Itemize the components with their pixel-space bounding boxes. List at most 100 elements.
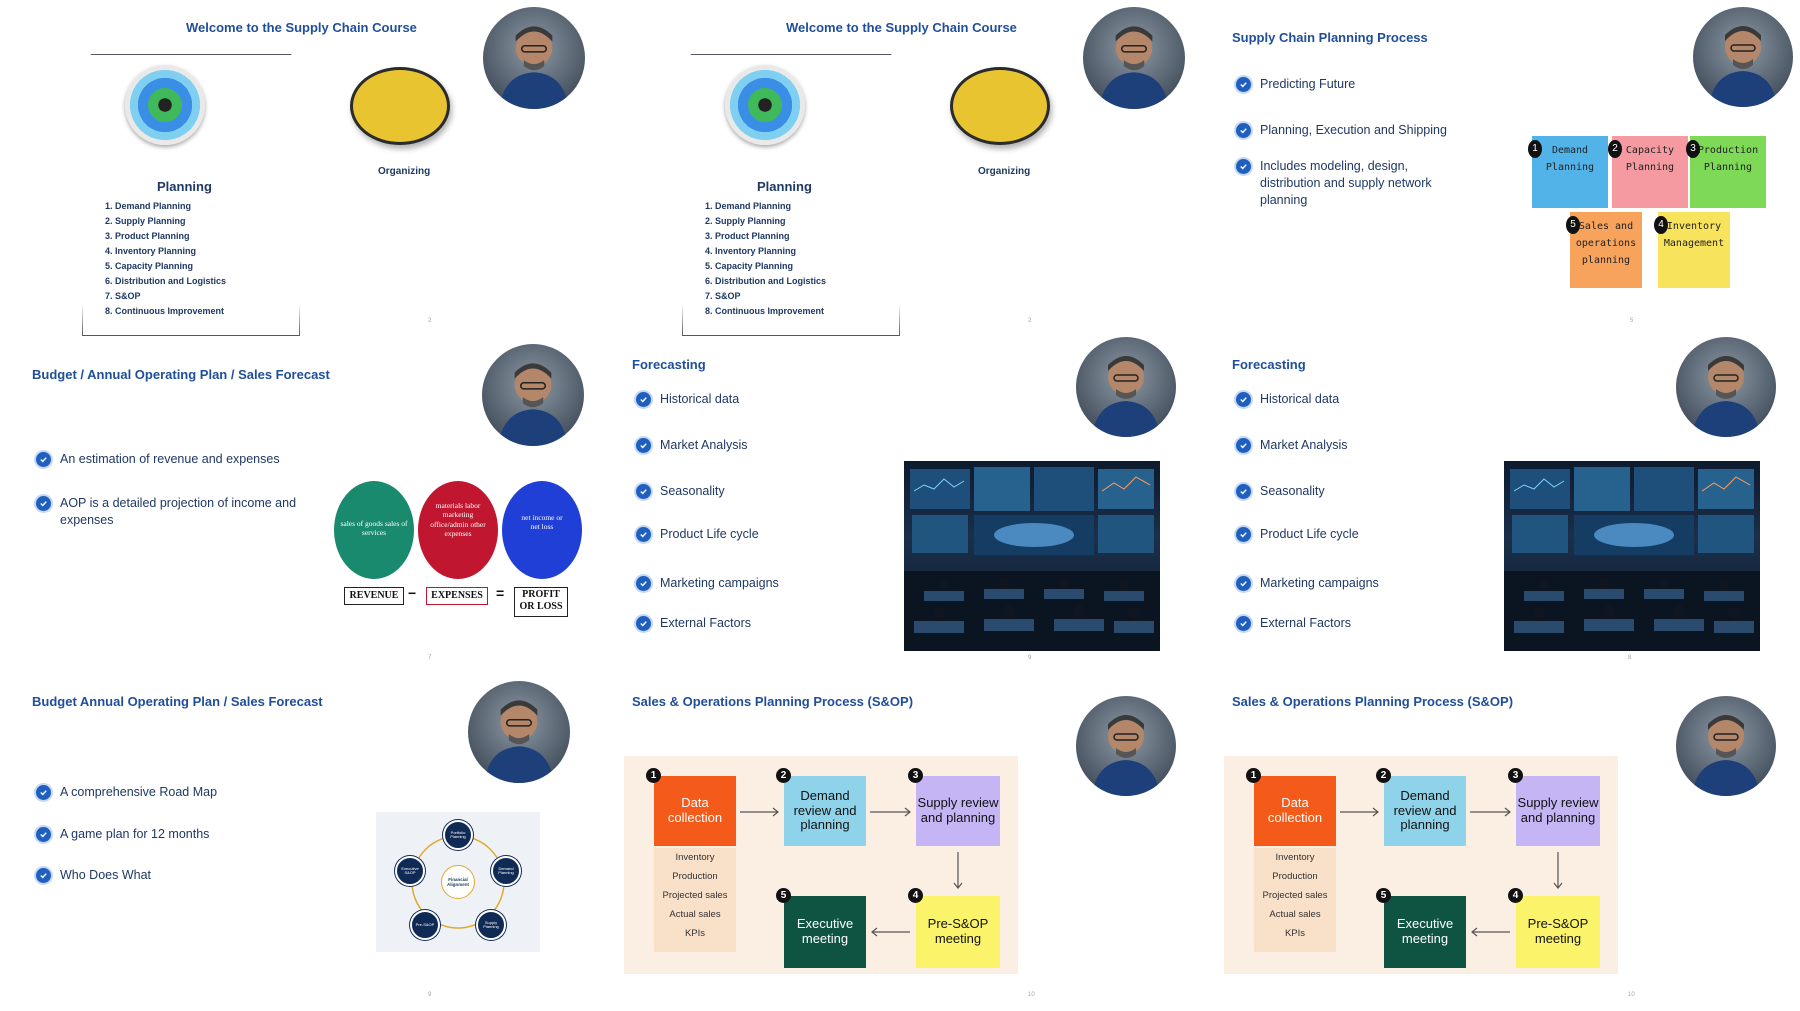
presenter-avatar bbox=[1676, 696, 1776, 796]
organizing-label: Organizing bbox=[978, 166, 1031, 177]
cycle-node: Portfolio Planning bbox=[443, 820, 473, 850]
presenter-avatar bbox=[1083, 7, 1185, 109]
step-number: 2 bbox=[776, 768, 791, 783]
check-circle-icon bbox=[1236, 123, 1251, 138]
slide-thumbnail[interactable]: Forecasting Historical data Market Analy… bbox=[600, 337, 1200, 674]
revenue-label: REVENUE bbox=[344, 587, 404, 605]
note-number: 3 bbox=[1686, 140, 1700, 158]
planning-list: 1. Demand Planning 2. Supply Planning 3.… bbox=[105, 199, 226, 319]
slide-number: 2 bbox=[428, 318, 432, 324]
list-item: KPIs bbox=[684, 928, 706, 939]
presenter-avatar bbox=[483, 7, 585, 109]
bullet-item: Planning, Execution and Shipping bbox=[1236, 122, 1496, 139]
cycle-node: Demand Planning bbox=[491, 856, 521, 886]
check-circle-icon bbox=[1236, 159, 1251, 174]
sop-step-data-collection: Data collection bbox=[654, 776, 736, 846]
step-number: 5 bbox=[1376, 888, 1391, 903]
check-circle-icon bbox=[1236, 438, 1251, 453]
list-item: Actual sales bbox=[669, 909, 721, 920]
list-item: Projected sales bbox=[1262, 890, 1328, 901]
presenter-icon bbox=[1692, 356, 1760, 437]
check-circle-icon bbox=[1236, 484, 1251, 499]
planning-wheel-icon bbox=[125, 65, 205, 145]
step-number: 2 bbox=[1376, 768, 1391, 783]
slide-number: 9 bbox=[1028, 655, 1032, 661]
list-item: Actual sales bbox=[1269, 909, 1321, 920]
planning-heading: Planning bbox=[157, 179, 212, 194]
check-circle-icon bbox=[636, 616, 651, 631]
slide-thumbnail[interactable]: Welcome to the Supply Chain Course Plann… bbox=[600, 0, 1200, 337]
slide-thumbnail[interactable]: Budget Annual Operating Plan / Sales For… bbox=[0, 674, 600, 1011]
presenter-avatar bbox=[482, 344, 584, 446]
slide-thumbnail[interactable]: Welcome to the Supply Chain Course Plann… bbox=[0, 0, 600, 337]
bullet-item: A comprehensive Road Map bbox=[36, 784, 217, 801]
slide-number: 2 bbox=[1028, 318, 1032, 324]
command-center-image bbox=[904, 461, 1160, 651]
step-number: 5 bbox=[776, 888, 791, 903]
list-item: 7. S&OP bbox=[105, 291, 141, 301]
list-item: 1. Demand Planning bbox=[705, 201, 792, 211]
cycle-center: Financial Alignment bbox=[441, 865, 475, 899]
profit-label: PROFIT OR LOSS bbox=[514, 587, 568, 617]
slide-thumbnail[interactable]: Sales & Operations Planning Process (S&O… bbox=[1200, 674, 1800, 1011]
sop-step-demand-review: Demand review and planning bbox=[1384, 776, 1466, 846]
list-item: 6. Distribution and Logistics bbox=[105, 276, 227, 286]
check-circle-icon bbox=[636, 576, 651, 591]
check-circle-icon bbox=[636, 438, 651, 453]
list-item: Production bbox=[672, 871, 718, 882]
slide-thumbnail[interactable]: Sales & Operations Planning Process (S&O… bbox=[600, 674, 1200, 1011]
command-center-image bbox=[1504, 461, 1760, 651]
step-number: 4 bbox=[1508, 888, 1523, 903]
bullet-item: Historical data bbox=[1236, 391, 1339, 408]
planning-wheel-icon bbox=[725, 65, 805, 145]
sop-step-data-collection: Data collection bbox=[1254, 776, 1336, 846]
slide-title: Welcome to the Supply Chain Course bbox=[786, 20, 1017, 35]
planning-card: Planning 1. Demand Planning 2. Supply Pl… bbox=[82, 54, 300, 336]
bullet-item: Product Life cycle bbox=[1236, 526, 1359, 543]
slide-number: 10 bbox=[1628, 992, 1635, 998]
bullet-item: Market Analysis bbox=[636, 437, 748, 454]
bullet-item: An estimation of revenue and expenses bbox=[36, 451, 336, 468]
organizing-label: Organizing bbox=[378, 166, 431, 177]
presenter-icon bbox=[1099, 26, 1169, 109]
slide-number: 5 bbox=[1630, 318, 1634, 324]
presenter-icon bbox=[484, 700, 554, 783]
list-item: Projected sales bbox=[662, 890, 728, 901]
check-circle-icon bbox=[1236, 616, 1251, 631]
sticky-note: 4 Inventory Management bbox=[1654, 212, 1730, 288]
bullet-item: Predicting Future bbox=[1236, 76, 1496, 93]
check-circle-icon bbox=[36, 827, 51, 842]
flow-arrows bbox=[740, 807, 963, 937]
presenter-icon bbox=[1092, 715, 1160, 796]
presenter-icon bbox=[498, 363, 568, 446]
step-number: 3 bbox=[908, 768, 923, 783]
list-item: 8. Continuous Improvement bbox=[705, 306, 825, 316]
slide-thumbnail[interactable]: Supply Chain Planning Process Predicting… bbox=[1200, 0, 1800, 337]
note-number: 5 bbox=[1566, 216, 1580, 234]
list-item: 3. Product Planning bbox=[105, 231, 190, 241]
presenter-avatar bbox=[1076, 337, 1176, 437]
sticky-note: 3 Production Planning bbox=[1686, 136, 1766, 208]
slide-title: Budget / Annual Operating Plan / Sales F… bbox=[32, 367, 330, 382]
step-number: 3 bbox=[1508, 768, 1523, 783]
slide-thumbnail[interactable]: Forecasting Historical data Market Analy… bbox=[1200, 337, 1800, 674]
check-circle-icon bbox=[636, 527, 651, 542]
list-item: 4. Inventory Planning bbox=[105, 246, 197, 256]
list-item: KPIs bbox=[1284, 928, 1306, 939]
bullet-item: Marketing campaigns bbox=[636, 575, 779, 592]
bullet-item: Market Analysis bbox=[1236, 437, 1348, 454]
sop-step-supply-review: Supply review and planning bbox=[916, 776, 1000, 846]
bullet-item: Seasonality bbox=[636, 483, 725, 500]
list-item: 8. Continuous Improvement bbox=[105, 306, 225, 316]
slide-thumbnail[interactable]: Budget / Annual Operating Plan / Sales F… bbox=[0, 337, 600, 674]
note-number: 4 bbox=[1654, 216, 1668, 234]
check-circle-icon bbox=[1236, 576, 1251, 591]
slide-title: Supply Chain Planning Process bbox=[1232, 30, 1428, 45]
organizing-icon bbox=[350, 67, 450, 145]
sop-step-supply-review: Supply review and planning bbox=[1516, 776, 1600, 846]
slide-number: 8 bbox=[1628, 655, 1632, 661]
bullet-item: AOP is a detailed projection of income a… bbox=[36, 495, 336, 529]
list-item: Production bbox=[1272, 871, 1318, 882]
presenter-avatar bbox=[1076, 696, 1176, 796]
list-item: 6. Distribution and Logistics bbox=[705, 276, 827, 286]
